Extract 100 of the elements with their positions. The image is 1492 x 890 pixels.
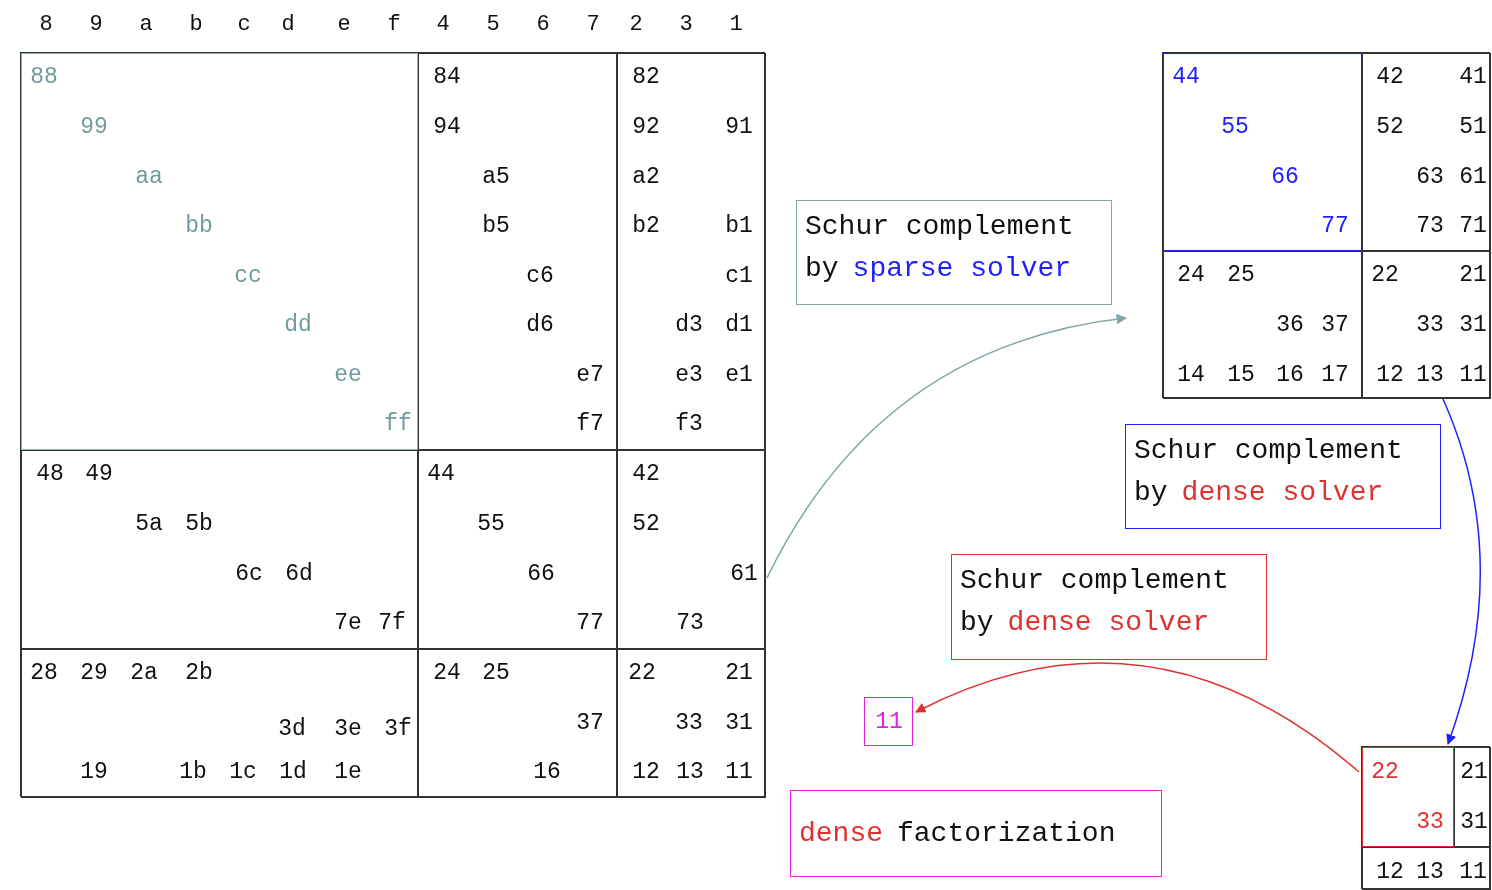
matrix-entry: 25	[482, 661, 510, 685]
matrix-block	[617, 649, 766, 798]
matrix-entry: 42	[1376, 65, 1404, 89]
matrix-entry: 84	[433, 65, 461, 89]
label-box	[1125, 424, 1441, 529]
matrix-entry: 13	[676, 760, 704, 784]
box-text: sparse solver	[852, 253, 1072, 284]
matrix-entry: cc	[234, 264, 262, 288]
matrix-entry: 61	[1459, 165, 1487, 189]
matrix-entry: 1e	[334, 760, 362, 784]
matrix-entry: 28	[30, 661, 58, 685]
matrix-entry: e3	[675, 363, 703, 387]
matrix-entry: 22	[628, 661, 656, 685]
matrix-entry: 3e	[334, 717, 362, 741]
matrix-entry: 6c	[235, 562, 263, 586]
matrix-entry: ff	[384, 412, 412, 436]
matrix-entry: 94	[433, 115, 461, 139]
matrix-entry: aa	[135, 165, 163, 189]
matrix-block	[1454, 747, 1491, 847]
matrix-entry: 52	[632, 512, 660, 536]
matrix-block	[1163, 251, 1362, 399]
matrix-entry: 61	[730, 562, 758, 586]
column-header: f	[387, 14, 401, 36]
column-header: 1	[729, 14, 743, 36]
column-header: 2	[629, 14, 643, 36]
matrix-entry: 73	[1416, 214, 1444, 238]
matrix-entry: 66	[527, 562, 555, 586]
matrix-entry: 48	[36, 462, 64, 486]
matrix-entry: 29	[80, 661, 108, 685]
matrix-entry: 99	[80, 115, 108, 139]
matrix-entry: d3	[675, 313, 703, 337]
matrix-block	[21, 450, 418, 649]
matrix-entry: c1	[725, 264, 753, 288]
matrix-entry: b2	[632, 214, 660, 238]
matrix-entry: 11	[875, 710, 903, 734]
matrix-entry: 55	[477, 512, 505, 536]
matrix-entry: 24	[1177, 263, 1205, 287]
matrix-entry: a2	[632, 165, 660, 189]
matrix-block	[1362, 53, 1491, 251]
column-header: d	[281, 14, 295, 36]
matrix-entry: b5	[482, 214, 510, 238]
matrix-entry: 2a	[130, 661, 158, 685]
matrix-block	[418, 649, 617, 798]
matrix-entry: 13	[1416, 860, 1444, 884]
matrix-entry: 22	[1371, 760, 1399, 784]
column-header: 3	[679, 14, 693, 36]
matrix-entry: bb	[185, 214, 213, 238]
box-text: dense	[799, 817, 883, 849]
column-header: 6	[536, 14, 550, 36]
column-header: 4	[436, 14, 450, 36]
matrix-entry: 73	[676, 611, 704, 635]
matrix-entry: 21	[1460, 760, 1488, 784]
matrix-entry: 52	[1376, 115, 1404, 139]
matrix-grid	[20, 52, 765, 797]
matrix-entry: 16	[533, 760, 561, 784]
box-text: dense solver	[1007, 607, 1210, 638]
matrix-block	[617, 53, 766, 450]
arrow	[915, 662, 1360, 773]
column-header: a	[139, 14, 153, 36]
matrix-entry: 7f	[378, 611, 406, 635]
matrix-entry: 31	[1460, 810, 1488, 834]
matrix-entry: 13	[1416, 363, 1444, 387]
matrix-entry: 33	[1416, 313, 1444, 337]
matrix-entry: 12	[632, 760, 660, 784]
matrix-entry: 66	[1271, 165, 1299, 189]
matrix-entry: e1	[725, 363, 753, 387]
column-header: e	[337, 14, 351, 36]
matrix-entry: f3	[675, 412, 703, 436]
label-box	[790, 790, 1162, 877]
matrix-entry: f7	[576, 412, 604, 436]
box-text: factorization	[897, 817, 1116, 849]
matrix-block	[1163, 53, 1362, 251]
matrix-entry: c6	[526, 264, 554, 288]
matrix-entry: 5a	[135, 512, 163, 536]
box-text: Schur complement	[805, 211, 1074, 242]
matrix-entry: b1	[725, 214, 753, 238]
box-text: by	[1134, 477, 1168, 508]
matrix-entry: 31	[725, 711, 753, 735]
matrix-entry: 33	[1416, 810, 1444, 834]
column-header: c	[237, 14, 251, 36]
matrix-entry: 33	[675, 711, 703, 735]
matrix-entry: 7e	[334, 611, 362, 635]
matrix-entry: 5b	[185, 512, 213, 536]
box-text: by	[805, 253, 839, 284]
column-header: 7	[586, 14, 600, 36]
matrix-entry: 11	[725, 760, 753, 784]
matrix-entry: ee	[334, 363, 362, 387]
matrix-entry: 12	[1376, 860, 1404, 884]
matrix-entry: 88	[30, 65, 58, 89]
matrix-entry: 12	[1376, 363, 1404, 387]
matrix-entry: e7	[576, 363, 604, 387]
matrix-block	[1362, 747, 1454, 847]
matrix-entry: 11	[1459, 363, 1487, 387]
matrix-entry: 55	[1221, 115, 1249, 139]
matrix-entry: 17	[1321, 363, 1349, 387]
matrix-entry: 11	[1459, 860, 1487, 884]
matrix-entry: 19	[80, 760, 108, 784]
matrix-entry: 14	[1177, 363, 1205, 387]
matrix-grid	[1162, 52, 1490, 398]
column-header: 5	[486, 14, 500, 36]
